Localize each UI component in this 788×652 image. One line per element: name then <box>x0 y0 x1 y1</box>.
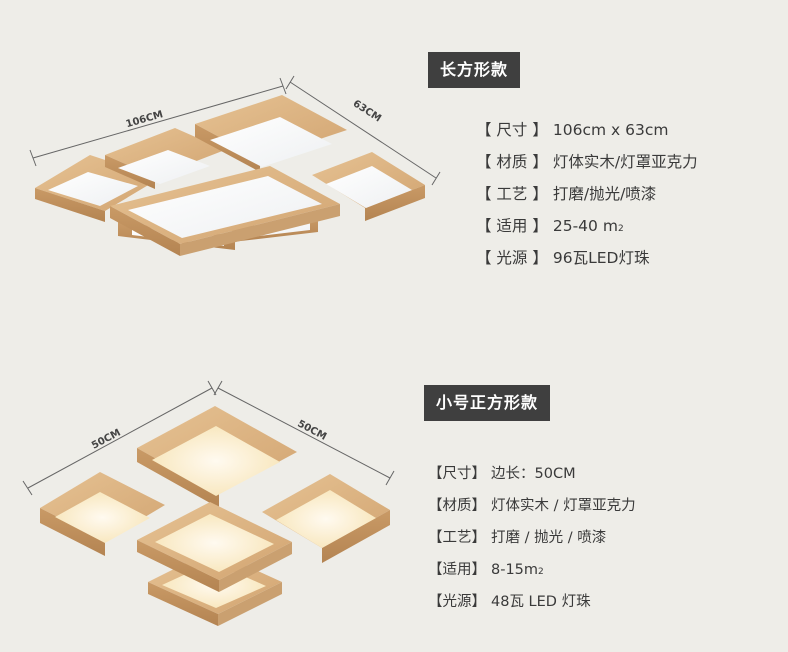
spec-area-row: 【 适用 】 25-40 m 2 <box>476 214 698 246</box>
spec-label: 【适用】 <box>428 562 486 578</box>
rectangular-model-specs: 【 尺寸 】 106cm x 63cm 【 材质 】 灯体实木/灯罩亚克力 【 … <box>476 118 698 278</box>
width-dimension-line <box>285 75 441 186</box>
spec-value: 25-40 m <box>552 217 618 235</box>
rectangular-model-title: 长方形款 <box>428 52 521 88</box>
spec-craft-row: 【 工艺 】 打磨/抛光/喷漆 <box>476 182 698 214</box>
spec-label: 【 尺寸 】 <box>476 121 548 139</box>
spec-label: 【光源】 <box>428 594 486 610</box>
spec-material-row: 【 材质 】 灯体实木/灯罩亚克力 <box>476 150 698 182</box>
spec-light-source-row: 【光源】 48瓦 LED 灯珠 <box>428 590 636 622</box>
left-dimension-line <box>22 380 217 496</box>
spec-value: 8-15m <box>491 562 539 578</box>
spec-value: 打磨 / 抛光 / 喷漆 <box>491 530 607 546</box>
left-side-dimension-label: 50CM <box>90 427 123 451</box>
spec-label: 【 工艺 】 <box>476 185 548 203</box>
length-dimension-label: 106CM <box>125 109 165 130</box>
superscript-two: 2 <box>538 567 544 577</box>
spec-value: 灯体实木/灯罩亚克力 <box>552 153 698 171</box>
spec-value: 打磨/抛光/喷漆 <box>552 185 657 203</box>
square-lamp-illustration <box>22 380 395 626</box>
rectangular-lamp-illustration <box>29 75 441 256</box>
right-side-dimension-label: 50CM <box>295 418 328 442</box>
length-dimension-line <box>29 77 287 167</box>
spec-material-row: 【材质】 灯体实木 / 灯罩亚克力 <box>428 494 636 526</box>
superscript-two: 2 <box>617 224 624 234</box>
width-dimension-label: 63CM <box>351 98 383 124</box>
square-model-specs: 【尺寸】 边长：50CM 【材质】 灯体实木 / 灯罩亚克力 【工艺】 打磨 /… <box>428 462 636 622</box>
spec-label: 【 适用 】 <box>476 217 548 235</box>
spec-value: 边长：50CM <box>491 466 576 482</box>
spec-label: 【 材质 】 <box>476 153 548 171</box>
spec-size-row: 【 尺寸 】 106cm x 63cm <box>476 118 698 150</box>
spec-craft-row: 【工艺】 打磨 / 抛光 / 喷漆 <box>428 526 636 558</box>
spec-label: 【工艺】 <box>428 530 486 546</box>
spec-value: 灯体实木 / 灯罩亚克力 <box>491 498 636 514</box>
square-model-title: 小号正方形款 <box>424 385 551 421</box>
spec-area-row: 【适用】 8-15m 2 <box>428 558 636 590</box>
spec-size-row: 【尺寸】 边长：50CM <box>428 462 636 494</box>
spec-light-source-row: 【 光源 】 96瓦LED灯珠 <box>476 246 698 278</box>
spec-value: 96瓦LED灯珠 <box>552 249 650 267</box>
right-dimension-line <box>213 380 395 486</box>
spec-value: 48瓦 LED 灯珠 <box>491 594 591 610</box>
spec-label: 【 光源 】 <box>476 249 548 267</box>
spec-value: 106cm x 63cm <box>552 121 669 139</box>
spec-label: 【材质】 <box>428 498 486 514</box>
spec-label: 【尺寸】 <box>428 466 486 482</box>
